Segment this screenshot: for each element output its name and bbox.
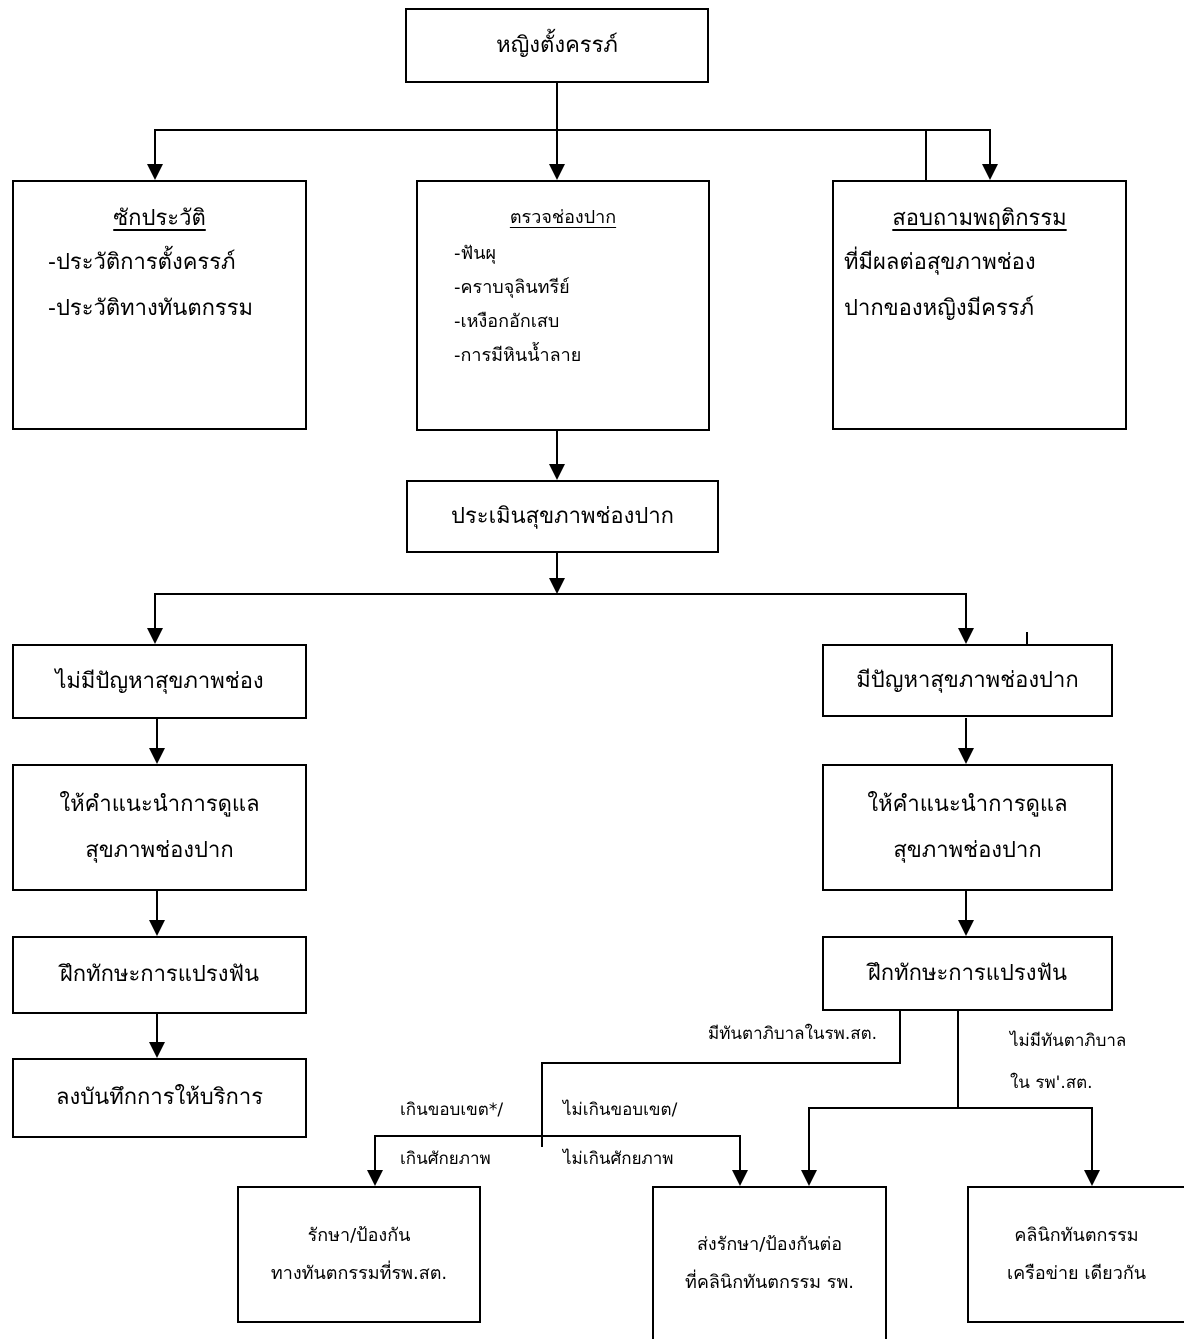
oral-problem-box: มีปัญหาสุขภาพช่องปาก	[822, 644, 1113, 717]
advice-line: ให้คำแนะนำการดูแล	[59, 791, 260, 817]
beyond-scope-label: เกินขอบเขต*/	[400, 1100, 504, 1120]
pregnant-woman-label: หญิงตั้งครรภ์	[496, 32, 618, 58]
service-record-box: ลงบันทึกการให้บริการ	[12, 1058, 307, 1138]
refer-hospital-box: ส่งรักษา/ป้องกันต่อ ที่คลินิกทันตกรรม รพ…	[652, 1186, 887, 1339]
history-taking-box: ซักประวัติ -ประวัติการตั้งครรภ์ -ประวัติ…	[12, 180, 307, 430]
network-clinic-line: คลินิกทันตกรรม	[1014, 1224, 1139, 1246]
brushing-training-box-right: ฝึกทักษะการแปรงฟัน	[822, 936, 1113, 1011]
refer-hospital-line: ที่คลินิกทันตกรรม รพ.	[684, 1271, 855, 1293]
refer-hospital-line: ส่งรักษา/ป้องกันต่อ	[696, 1233, 843, 1255]
oral-exam-box: ตรวจช่องปาก -ฟันผุ -คราบจุลินทรีย์ -เหงื…	[416, 180, 710, 431]
no-hygienist-label: ใน รพ'.สต.	[1010, 1073, 1093, 1093]
no-oral-problem-box: ไม่มีปัญหาสุขภาพช่อง	[12, 644, 307, 719]
history-item: -ประวัติการตั้งครรภ์	[48, 250, 236, 275]
exam-item: -เหงือกอักเสบ	[454, 311, 560, 332]
oral-exam-heading: ตรวจช่องปาก	[509, 207, 617, 228]
oral-health-assessment-label: ประเมินสุขภาพช่องปาก	[450, 503, 674, 529]
pregnant-woman-box: หญิงตั้งครรภ์	[405, 8, 709, 83]
oral-health-assessment-box: ประเมินสุขภาพช่องปาก	[406, 480, 719, 553]
network-dental-clinic-box: คลินิกทันตกรรม เครือข่าย เดียวกัน	[967, 1186, 1184, 1323]
network-clinic-line: เครือข่าย เดียวกัน	[1006, 1262, 1147, 1284]
advice-line: สุขภาพช่องปาก	[85, 837, 234, 863]
exam-item: -การมีหินน้ำลาย	[454, 345, 582, 366]
no-oral-problem-label: ไม่มีปัญหาสุขภาพช่อง	[55, 668, 264, 694]
treat-local-line: รักษา/ป้องกัน	[307, 1224, 411, 1246]
behavior-inquiry-box: สอบถามพฤติกรรม ที่มีผลต่อสุขภาพช่อง ปากข…	[832, 180, 1127, 430]
advice-line: สุขภาพช่องปาก	[893, 837, 1042, 863]
treat-local-line: ทางทันตกรรมที่รพ.สต.	[270, 1262, 448, 1284]
within-scope-label: ไม่เกินขอบเขต/	[563, 1100, 678, 1120]
oral-problem-label: มีปัญหาสุขภาพช่องปาก	[856, 667, 1079, 693]
oral-care-advice-box-left: ให้คำแนะนำการดูแล สุขภาพช่องปาก	[12, 764, 307, 891]
behavior-inquiry-heading: สอบถามพฤติกรรม	[892, 206, 1067, 231]
exam-item: -ฟันผุ	[454, 243, 497, 264]
no-hygienist-label: ไม่มีทันตาภิบาล	[1010, 1031, 1127, 1051]
brushing-training-label: ฝึกทักษะการแปรงฟัน	[867, 960, 1068, 986]
service-record-label: ลงบันทึกการให้บริการ	[55, 1085, 264, 1110]
advice-line: ให้คำแนะนำการดูแล	[867, 791, 1068, 817]
behavior-line: ปากของหญิงมีครรภ์	[844, 296, 1034, 321]
brushing-training-box-left: ฝึกทักษะการแปรงฟัน	[12, 936, 307, 1014]
history-taking-heading: ซักประวัติ	[113, 206, 206, 231]
behavior-line: ที่มีผลต่อสุขภาพช่อง	[844, 250, 1036, 275]
treat-at-health-center-box: รักษา/ป้องกัน ทางทันตกรรมที่รพ.สต.	[237, 1186, 481, 1323]
has-hygienist-label: มีทันตาภิบาลในรพ.สต.	[708, 1024, 878, 1044]
oral-care-advice-box-right: ให้คำแนะนำการดูแล สุขภาพช่องปาก	[822, 764, 1113, 891]
brushing-training-label: ฝึกทักษะการแปรงฟัน	[59, 962, 260, 987]
history-item: -ประวัติทางทันตกรรม	[48, 296, 254, 321]
within-scope-label: ไม่เกินศักยภาพ	[563, 1149, 674, 1169]
beyond-scope-label: เกินศักยภาพ	[400, 1149, 491, 1169]
exam-item: -คราบจุลินทรีย์	[454, 277, 570, 298]
